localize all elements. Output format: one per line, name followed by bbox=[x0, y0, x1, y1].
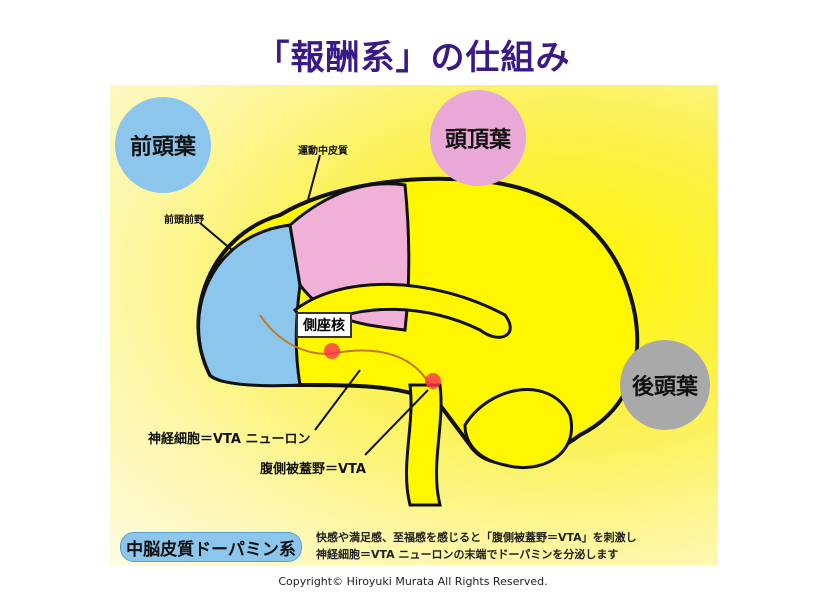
vta-label: 腹側被蓋野＝VTA bbox=[260, 462, 366, 477]
motor-cortex-label: 運動中皮質 bbox=[298, 146, 348, 157]
cerebellum bbox=[463, 388, 573, 470]
page-title: 「報酬系」の仕組み bbox=[255, 38, 571, 78]
parietal-lobe-label: 頭頂葉 bbox=[444, 128, 511, 153]
frontal-lobe-badge: 前頭葉 bbox=[115, 97, 211, 193]
occipital-lobe-label: 後頭葉 bbox=[631, 375, 698, 400]
vta-pointer bbox=[364, 389, 429, 456]
neuron-pointer bbox=[314, 369, 361, 431]
corpus-callosum bbox=[292, 282, 512, 339]
parietal-lobe-badge: 頭頂葉 bbox=[430, 90, 526, 186]
frontal-lobe-label: 前頭葉 bbox=[129, 135, 196, 160]
occipital-lobe-badge: 後頭葉 bbox=[620, 340, 710, 430]
prefrontal-pointer bbox=[199, 222, 233, 251]
vta-neuron-label: 神経細胞＝VTA ニューロン bbox=[148, 432, 311, 447]
brain-diagram: 前頭葉 頭頂葉 後頭葉 運動中皮質 前頭前野 側座核 神経細胞＝VTA ニューロ… bbox=[110, 85, 718, 565]
vta-marker bbox=[425, 373, 441, 389]
brain-illustration bbox=[196, 154, 640, 507]
brainstem bbox=[404, 383, 443, 507]
nucleus-accumbens-label: 側座核 bbox=[296, 312, 352, 338]
description-line-1: 快感や満足感、至福感を感じると「腹側被蓋野＝VTA」を刺激し bbox=[316, 531, 637, 544]
prefrontal-area bbox=[197, 223, 302, 388]
pathway-name: 中脳皮質ドーパミン系 bbox=[120, 532, 302, 562]
copyright: Copyright© Hiroyuki Murata All Rights Re… bbox=[278, 575, 548, 588]
description-line-2: 神経細胞＝VTA ニューロンの末端でドーパミンを分泌します bbox=[316, 548, 619, 561]
pathway-description: 快感や満足感、至福感を感じると「腹側被蓋野＝VTA」を刺激し 神経細胞＝VTA … bbox=[316, 529, 637, 563]
motor-pointer bbox=[307, 154, 321, 201]
prefrontal-label: 前頭前野 bbox=[164, 215, 204, 226]
nucleus-accumbens-marker bbox=[324, 343, 340, 359]
